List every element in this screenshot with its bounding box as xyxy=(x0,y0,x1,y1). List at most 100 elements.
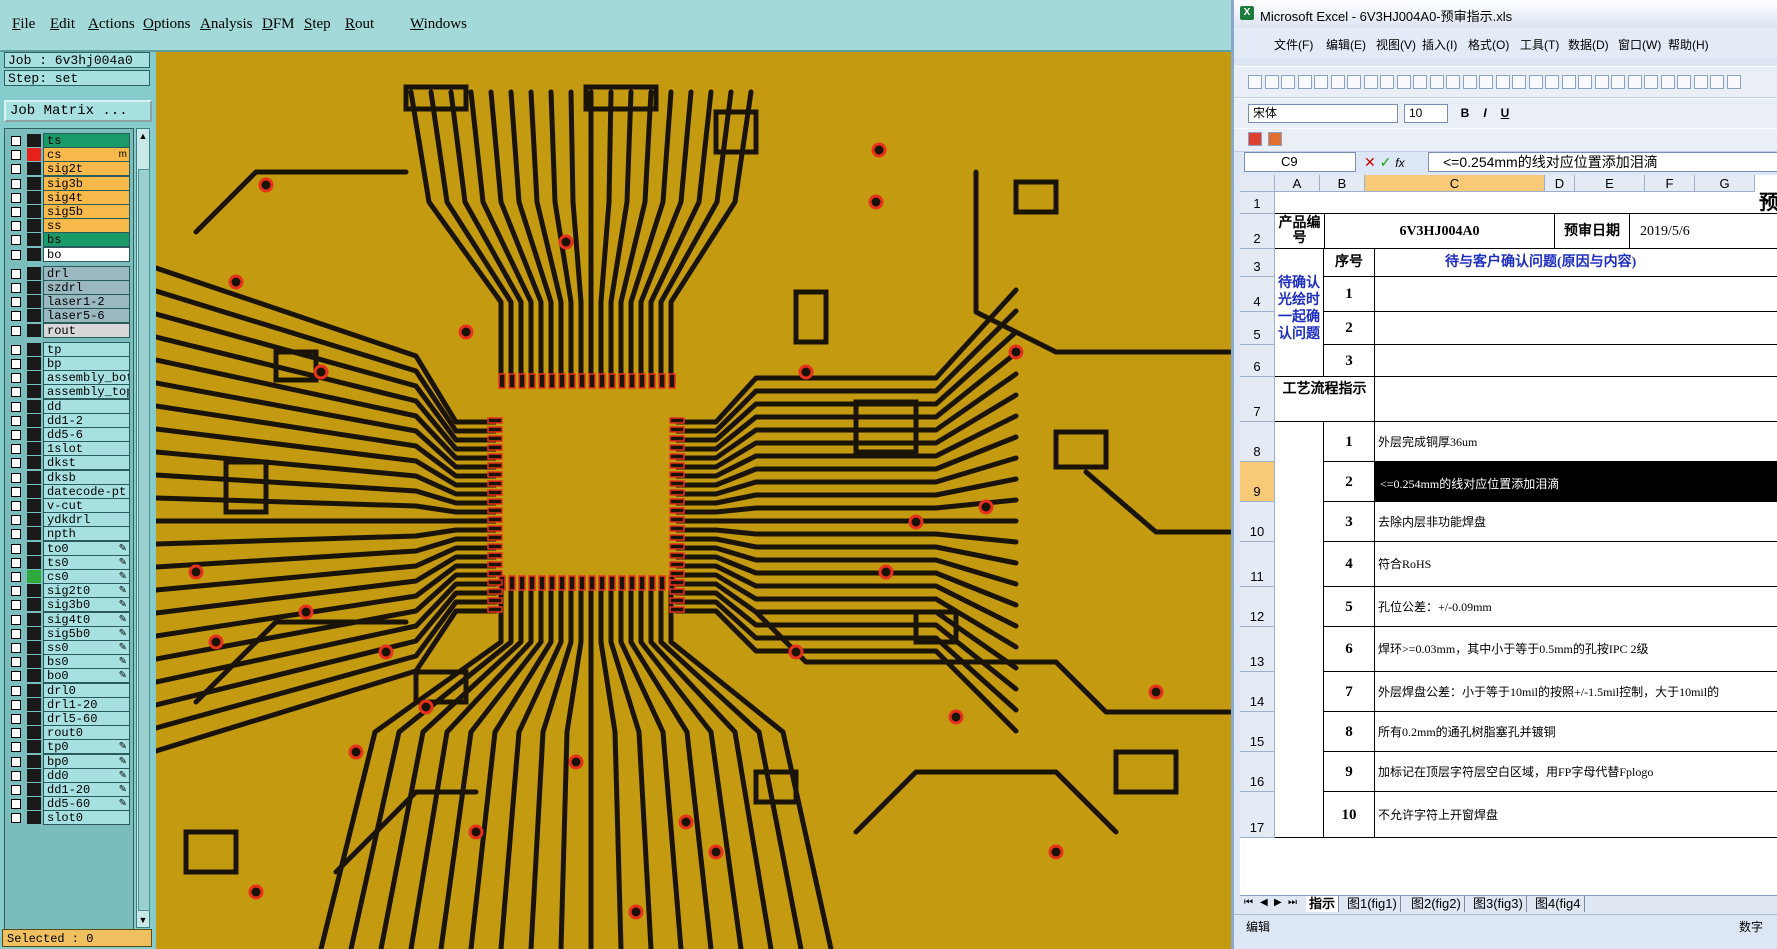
layer-row-sig3b0[interactable]: sig3b0✎ xyxy=(5,597,133,613)
layer-row-sig3b[interactable]: sig3b xyxy=(5,175,133,191)
confirm-issues-label[interactable]: 待确认光绘时一起确认问题 xyxy=(1275,249,1324,377)
toolbar-button-icon[interactable] xyxy=(1281,75,1295,89)
column-header-E[interactable]: E xyxy=(1575,175,1645,192)
layer-name[interactable]: dd xyxy=(43,398,130,414)
instruction-number[interactable]: 10 xyxy=(1324,792,1375,838)
scroll-up-arrow-icon[interactable]: ▲ xyxy=(138,131,148,141)
layer-name[interactable]: sig2t xyxy=(43,161,130,177)
layer-checkbox[interactable] xyxy=(11,150,21,161)
row-header-3[interactable]: 3 xyxy=(1240,249,1275,277)
instruction-number[interactable]: 1 xyxy=(1324,422,1375,462)
layer-name[interactable]: tp xyxy=(43,341,130,357)
row-header-10[interactable]: 10 xyxy=(1240,502,1275,542)
issue-content-cell[interactable] xyxy=(1375,312,1777,345)
layer-row-bo[interactable]: bo xyxy=(5,246,133,262)
next-sheet-icon[interactable]: ▶ xyxy=(1274,897,1282,908)
layer-checkbox[interactable] xyxy=(11,207,21,217)
layer-checkbox[interactable] xyxy=(11,444,21,455)
layer-name[interactable]: drl5-60 xyxy=(43,711,130,726)
layer-name[interactable]: sig5b xyxy=(43,204,130,219)
menu-actions[interactable]: Actions xyxy=(88,16,135,32)
toolbar-button-icon[interactable] xyxy=(1512,75,1526,89)
instruction-text[interactable]: 孔位公差：+/-0.09mm xyxy=(1375,587,1777,627)
layer-checkbox[interactable] xyxy=(11,643,21,653)
layer-list-scrollbar[interactable]: ▲ ▼ xyxy=(136,128,150,928)
toolbar-button-icon[interactable] xyxy=(1627,75,1642,89)
layer-checkbox[interactable] xyxy=(11,501,21,511)
layer-name[interactable]: slot0 xyxy=(43,810,130,826)
layer-checkbox[interactable] xyxy=(11,785,21,795)
menu-windows[interactable]: Windows xyxy=(410,16,467,32)
layer-row-drl1-20[interactable]: drl1-20 xyxy=(5,696,133,712)
instruction-number[interactable]: 2 xyxy=(1324,462,1375,502)
layer-row-bp0[interactable]: bp0✎ xyxy=(5,753,133,769)
toolbar-button-icon[interactable] xyxy=(1314,75,1328,89)
layer-name[interactable]: ts0 xyxy=(43,554,130,570)
toolbar-button-icon[interactable] xyxy=(1495,75,1510,89)
layer-row-szdrl[interactable]: szdrl xyxy=(5,280,133,295)
sheet-tab-3[interactable]: 图3(fig3) xyxy=(1470,896,1527,912)
layer-checkbox[interactable] xyxy=(11,192,21,203)
layer-row-sig4t[interactable]: sig4t xyxy=(5,189,133,205)
toolbar-button-icon[interactable] xyxy=(1446,75,1460,89)
instruction-number[interactable]: 5 xyxy=(1324,587,1375,627)
product-no-value[interactable]: 6V3HJ004A0 xyxy=(1325,214,1555,249)
layer-row-tp[interactable]: tp xyxy=(5,341,133,357)
layer-name[interactable]: szdrl xyxy=(43,280,130,295)
layer-name[interactable]: dd5-6 xyxy=(43,427,130,442)
row-header-13[interactable]: 13 xyxy=(1240,627,1275,672)
process-left-merged[interactable] xyxy=(1275,422,1324,838)
row-header-1[interactable]: 1 xyxy=(1240,192,1275,214)
layer-name[interactable]: cs0 xyxy=(43,569,130,584)
layer-name[interactable]: rout xyxy=(43,322,130,338)
layer-name[interactable]: dkst xyxy=(43,455,130,471)
row-header-15[interactable]: 15 xyxy=(1240,712,1275,752)
layer-row-dd5-60[interactable]: dd5-60✎ xyxy=(5,796,133,812)
layer-row-v-cut[interactable]: v-cut xyxy=(5,498,133,513)
sheet-tab-2[interactable]: 图2(fig2) xyxy=(1408,896,1465,912)
cancel-x-icon[interactable]: ✕ xyxy=(1364,154,1376,170)
italic-button[interactable]: I xyxy=(1483,106,1487,120)
layer-checkbox[interactable] xyxy=(11,415,21,426)
job-matrix-button[interactable]: Job Matrix ... xyxy=(4,100,152,122)
pdf-mail-icon[interactable] xyxy=(1268,132,1282,146)
layer-name[interactable]: sig5b0 xyxy=(43,625,130,641)
toolbar-button-icon[interactable] xyxy=(1347,75,1361,89)
toolbar-button-icon[interactable] xyxy=(1248,75,1262,89)
layer-row-bo0[interactable]: bo0✎ xyxy=(5,668,133,684)
layer-row-tp0[interactable]: tp0✎ xyxy=(5,739,133,755)
excel-menu-item-8[interactable]: 帮助(H) xyxy=(1668,38,1709,52)
layer-checkbox[interactable] xyxy=(11,311,21,322)
column-header-A[interactable]: A xyxy=(1275,175,1320,192)
toolbar-button-icon[interactable] xyxy=(1413,75,1427,89)
layer-name[interactable]: sig2t0 xyxy=(43,583,130,599)
instruction-text[interactable]: 外层完成铜厚36um xyxy=(1375,422,1777,462)
menu-options[interactable]: Options xyxy=(143,16,191,32)
toolbar-button-icon[interactable] xyxy=(1660,75,1675,89)
toolbar-button-icon[interactable] xyxy=(1462,75,1477,89)
layer-row-bp[interactable]: bp xyxy=(5,356,133,371)
layer-checkbox[interactable] xyxy=(11,586,21,597)
review-date-label[interactable]: 预审日期 xyxy=(1555,214,1630,249)
layer-row-dd5-6[interactable]: dd5-6 xyxy=(5,427,133,442)
layer-row-dd1-2[interactable]: dd1-2 xyxy=(5,412,133,428)
issue-number[interactable]: 2 xyxy=(1324,312,1375,345)
instruction-number[interactable]: 6 xyxy=(1324,627,1375,672)
excel-menu-item-6[interactable]: 数据(D) xyxy=(1568,38,1609,52)
bold-button[interactable]: B xyxy=(1460,106,1470,120)
issue-content-cell[interactable] xyxy=(1375,277,1777,312)
layer-row-bs0[interactable]: bs0✎ xyxy=(5,654,133,670)
layer-row-ss[interactable]: ss xyxy=(5,218,133,234)
layer-name[interactable]: npth xyxy=(43,526,130,542)
font-size-select[interactable]: 10 xyxy=(1404,104,1448,123)
layer-name[interactable]: assembly_top xyxy=(43,384,130,400)
toolbar-button-icon[interactable] xyxy=(1528,75,1543,89)
layer-row-rout[interactable]: rout xyxy=(5,322,133,338)
layer-checkbox[interactable] xyxy=(11,344,21,355)
toolbar-button-icon[interactable] xyxy=(1479,75,1493,89)
cell-name-box[interactable]: C9 xyxy=(1244,152,1356,172)
layer-name[interactable]: 1slot xyxy=(43,441,130,457)
layer-name[interactable]: laser1-2 xyxy=(43,294,130,310)
underline-button[interactable]: U xyxy=(1500,106,1510,120)
process-header-blank[interactable] xyxy=(1375,377,1777,422)
